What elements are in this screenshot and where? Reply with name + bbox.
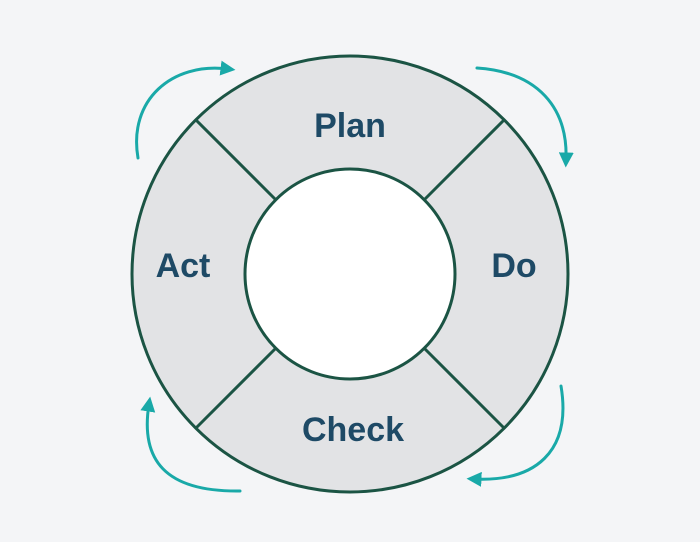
divider-act-plan [194, 118, 278, 202]
center-hole [243, 167, 457, 381]
divider-check-act [194, 346, 278, 430]
arrow-act-to-plan-icon [135, 60, 236, 160]
stage-label-check: Check [302, 411, 404, 449]
stage-label-do: Do [491, 247, 536, 285]
arrow-check-to-act-icon [140, 396, 242, 493]
stage-label-plan: Plan [314, 107, 386, 145]
arrow-do-to-check-icon [466, 384, 565, 487]
divider-do-check [422, 346, 506, 430]
stage-label-act: Act [156, 247, 211, 285]
arrow-plan-to-do-icon [475, 66, 574, 168]
divider-plan-do [422, 118, 506, 202]
